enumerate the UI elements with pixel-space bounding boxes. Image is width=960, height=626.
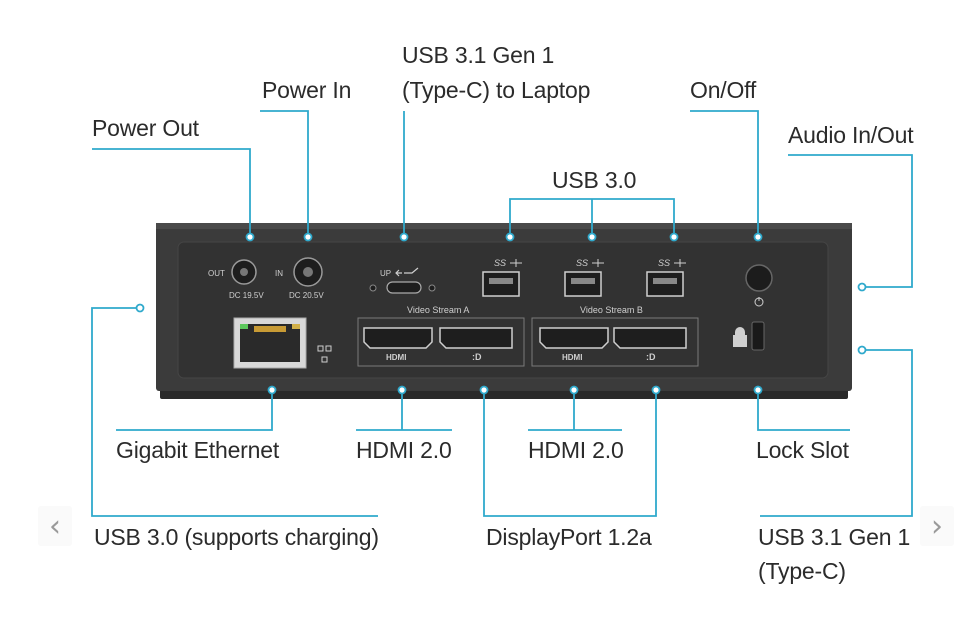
ss-label-3: SS xyxy=(658,258,670,268)
dp-b-label: :D xyxy=(646,352,656,362)
ss-label-2: SS xyxy=(576,258,588,268)
label-hdmi-b: HDMI 2.0 xyxy=(528,437,624,463)
callout-lines xyxy=(91,110,913,517)
next-arrow-button[interactable]: › xyxy=(920,506,954,546)
ethernet-port xyxy=(233,317,307,369)
hdmi-port-a xyxy=(363,327,433,349)
hdmi-port-b xyxy=(539,327,609,349)
label-gigabit: Gigabit Ethernet xyxy=(116,437,280,463)
label-usb31-typec-2: (Type-C) xyxy=(758,558,846,584)
usb-icon-1 xyxy=(510,259,522,267)
label-usb31-typec-1: USB 3.1 Gen 1 xyxy=(758,524,911,550)
label-usb31-laptop-2: (Type-C) to Laptop xyxy=(402,77,591,103)
up-label: UP xyxy=(380,269,391,278)
power-out-port xyxy=(231,259,257,285)
usb-a-ports xyxy=(482,271,684,297)
label-power-in: Power In xyxy=(262,77,352,103)
lock-slot xyxy=(733,321,765,351)
label-usb30-charging: USB 3.0 (supports charging) xyxy=(94,524,379,550)
dc-in-label: DC 20.5V xyxy=(289,291,324,300)
in-label: IN xyxy=(275,269,283,278)
label-hdmi-a: HDMI 2.0 xyxy=(356,437,452,463)
usb-c-laptop-port xyxy=(369,281,436,294)
displayport-b xyxy=(613,327,687,349)
hdmi-a-label: HDMI xyxy=(386,353,406,362)
label-audio: Audio In/Out xyxy=(788,122,914,148)
chevron-right-icon: › xyxy=(931,508,943,544)
network-icon xyxy=(317,345,332,363)
hdmi-b-label: HDMI xyxy=(562,353,582,362)
video-stream-b xyxy=(531,317,699,367)
chevron-left-icon: ‹ xyxy=(49,508,61,544)
prev-arrow-button[interactable]: ‹ xyxy=(38,506,72,546)
label-power-out: Power Out xyxy=(92,115,199,141)
ss-label-1: SS xyxy=(494,258,506,268)
label-displayport: DisplayPort 1.2a xyxy=(486,524,652,550)
docking-station xyxy=(156,223,852,399)
callout-dots xyxy=(135,232,867,395)
power-button xyxy=(745,264,773,307)
video-stream-b-label: Video Stream B xyxy=(580,305,643,315)
dp-a-label: :D xyxy=(472,352,482,362)
usb-icon-2 xyxy=(592,259,604,267)
out-label: OUT xyxy=(208,269,225,278)
label-usb30-top: USB 3.0 xyxy=(552,167,637,193)
label-usb31-laptop-1: USB 3.1 Gen 1 xyxy=(402,42,555,68)
usb-up-icon xyxy=(395,267,419,277)
dc-out-label: DC 19.5V xyxy=(229,291,264,300)
label-on-off: On/Off xyxy=(690,77,757,103)
displayport-a xyxy=(439,327,513,349)
label-lock: Lock Slot xyxy=(756,437,849,463)
power-in-port xyxy=(293,257,323,287)
video-stream-a-label: Video Stream A xyxy=(407,305,469,315)
usb-icon-3 xyxy=(674,259,686,267)
video-stream-a xyxy=(357,317,525,367)
